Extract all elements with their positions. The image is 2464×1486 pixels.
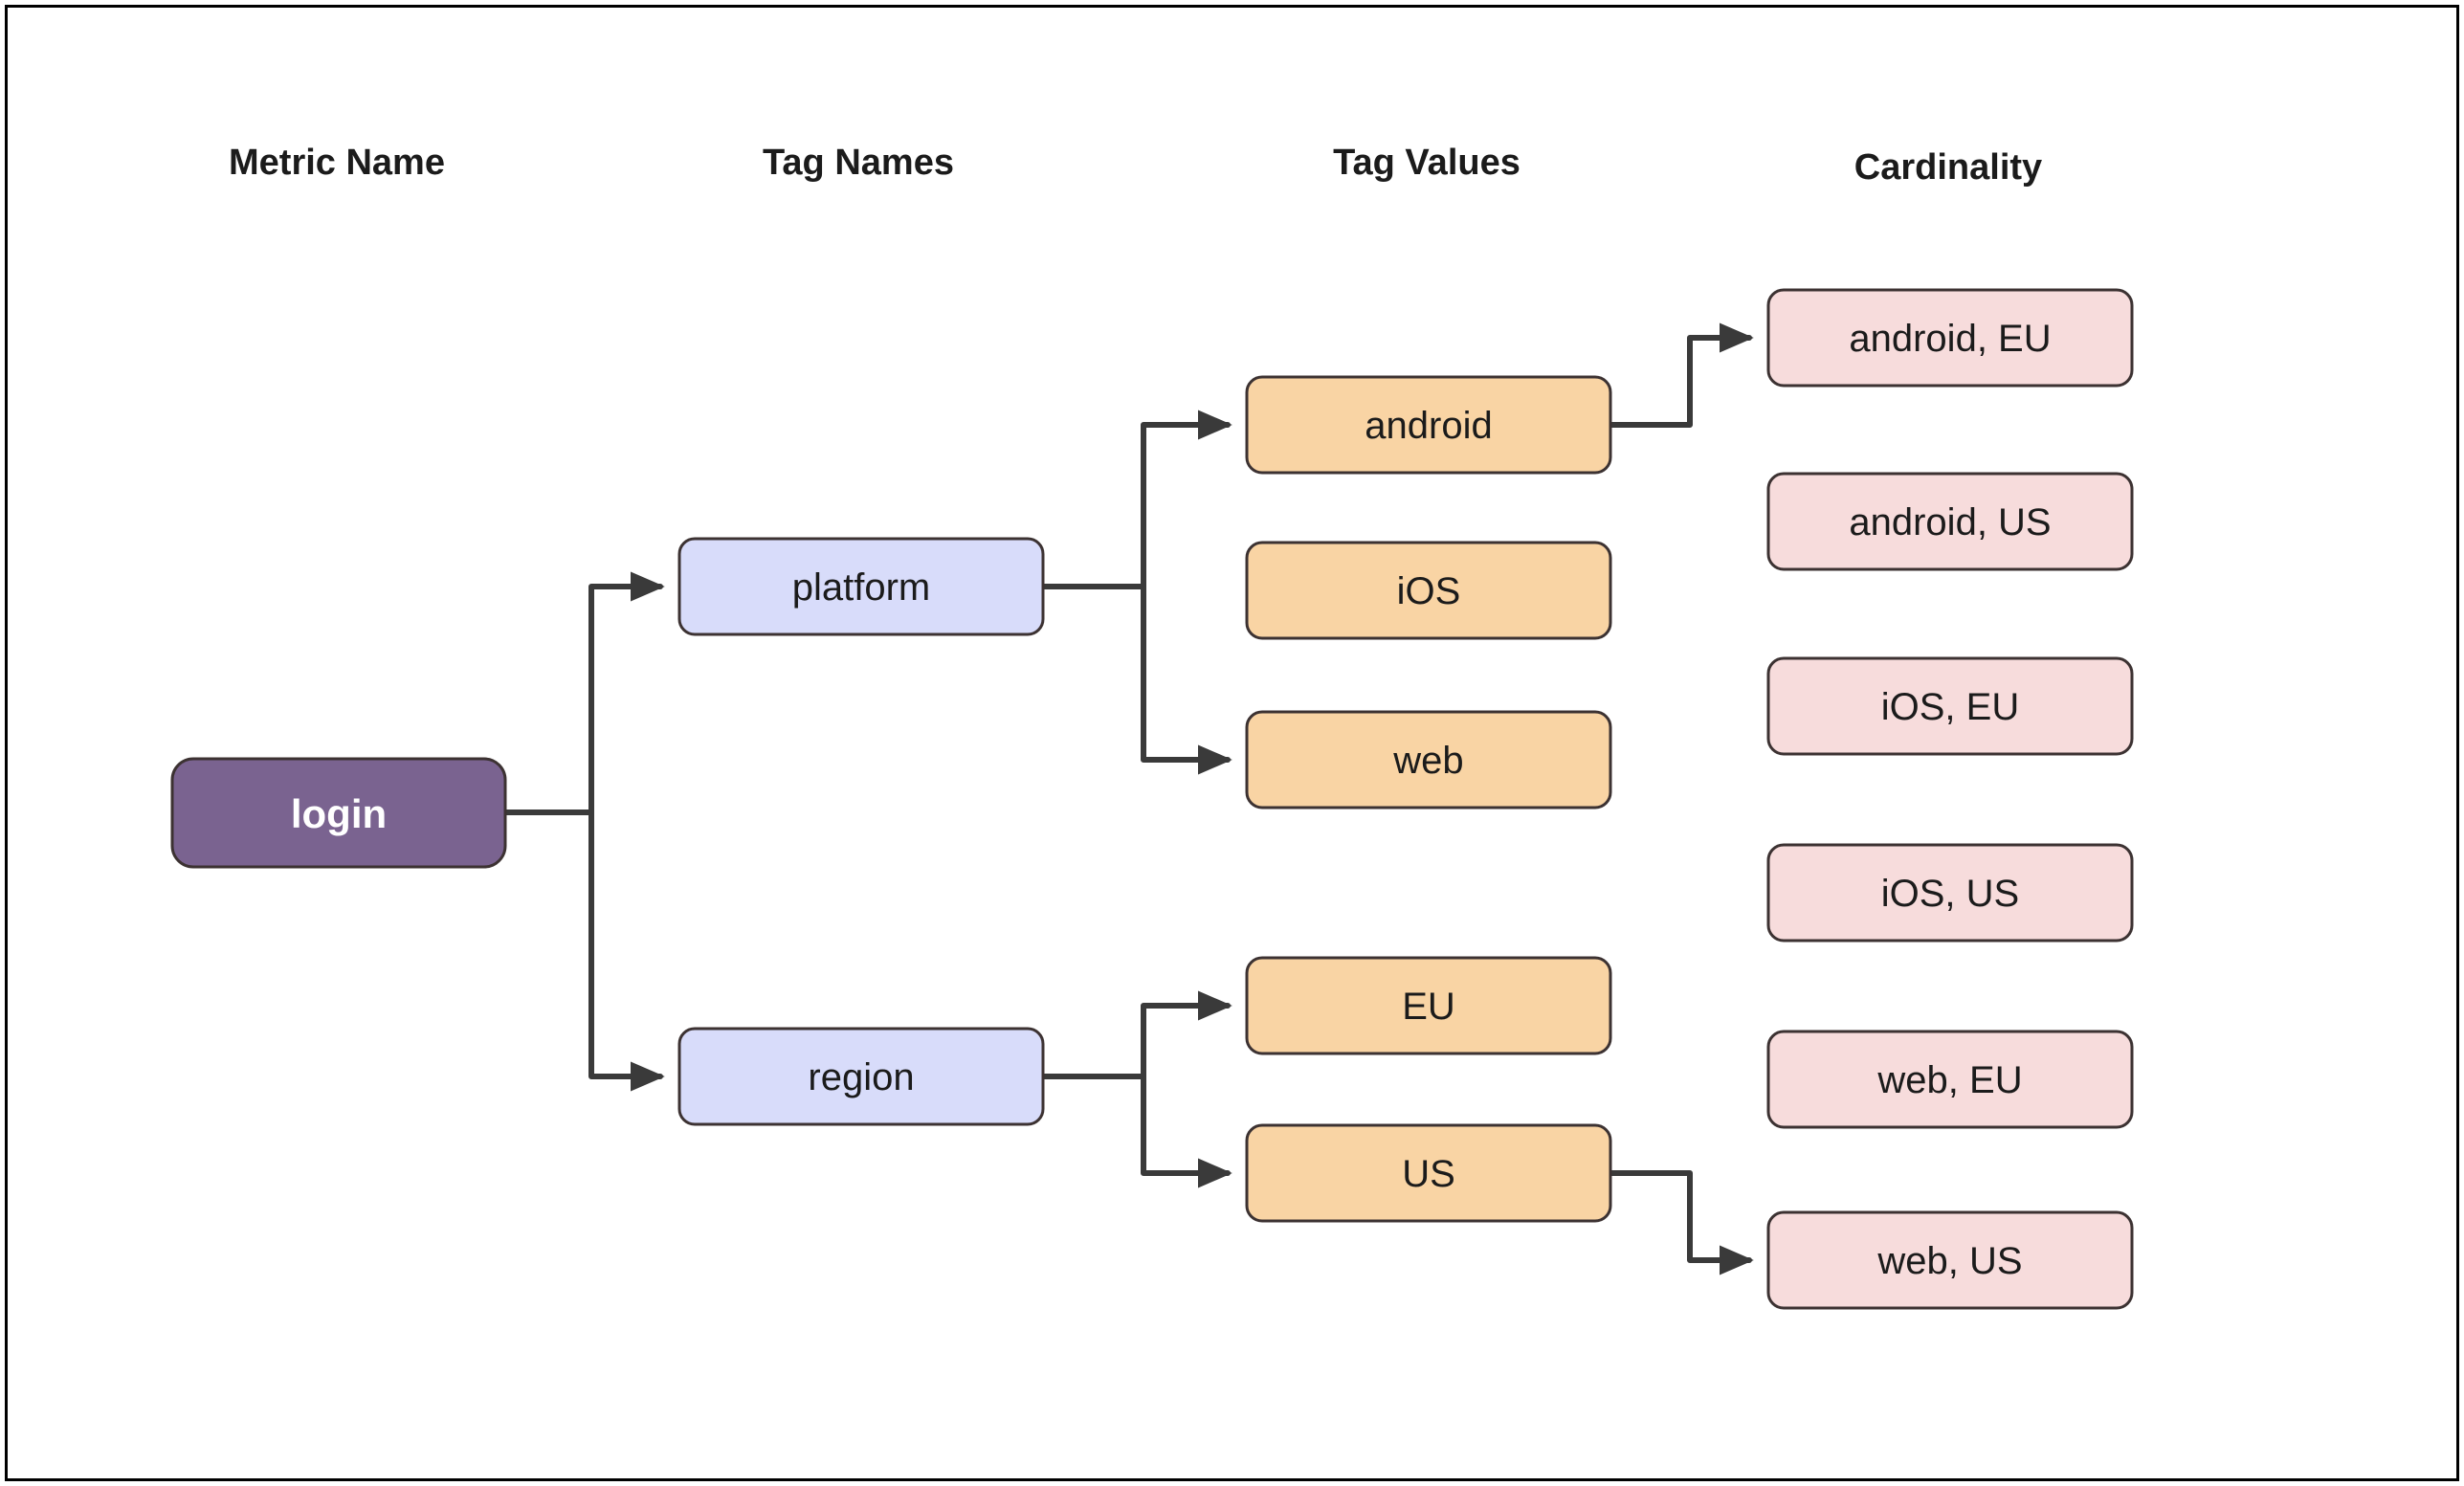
edge-login-to-platform bbox=[502, 571, 665, 815]
column-headers: Metric Name Tag Names Tag Values Cardina… bbox=[229, 143, 2042, 188]
node-platform-rect[interactable] bbox=[677, 537, 1045, 636]
node-ios[interactable]: iOS bbox=[1245, 541, 1612, 640]
node-eu-label: EU bbox=[1402, 986, 1455, 1028]
node-us-label: US bbox=[1402, 1153, 1455, 1195]
node-ios-us-label: iOS, US bbox=[1881, 873, 2019, 915]
edge-layer bbox=[502, 322, 1754, 1275]
node-web-eu-label: web, EU bbox=[1876, 1059, 2022, 1101]
node-ios-us-rect[interactable] bbox=[1766, 843, 2134, 943]
node-ios-eu[interactable]: iOS, EU bbox=[1766, 656, 2134, 756]
node-web-us[interactable]: web, US bbox=[1766, 1210, 2134, 1310]
node-region-label: region bbox=[808, 1056, 914, 1098]
edge-login-to-region bbox=[588, 810, 665, 1092]
edge-region-to-eu bbox=[1040, 990, 1232, 1079]
node-login-rect[interactable] bbox=[170, 757, 507, 869]
node-android-us-label: android, US bbox=[1849, 501, 2051, 543]
node-ios-eu-rect[interactable] bbox=[1766, 656, 2134, 756]
node-web-label: web bbox=[1392, 740, 1463, 782]
column-header-cardinality: Cardinality bbox=[1854, 147, 2042, 188]
node-android[interactable]: android bbox=[1245, 375, 1612, 475]
column-header-tag-names: Tag Names bbox=[763, 143, 954, 183]
node-ios-rect[interactable] bbox=[1245, 541, 1612, 640]
edge-us-to-web-us bbox=[1608, 1170, 1754, 1275]
node-ios-label: iOS bbox=[1397, 570, 1461, 612]
node-web-us-rect[interactable] bbox=[1766, 1210, 2134, 1310]
node-region-rect[interactable] bbox=[677, 1027, 1045, 1126]
node-us[interactable]: US bbox=[1245, 1123, 1612, 1223]
node-android-eu-label: android, EU bbox=[1849, 318, 2051, 360]
node-login-label: login bbox=[291, 791, 387, 836]
node-region[interactable]: region bbox=[677, 1027, 1045, 1126]
node-android-eu-rect[interactable] bbox=[1766, 288, 2134, 388]
node-android-rect[interactable] bbox=[1245, 375, 1612, 475]
node-web-eu-rect[interactable] bbox=[1766, 1030, 2134, 1129]
node-android-eu[interactable]: android, EU bbox=[1766, 288, 2134, 388]
edge-platform-to-android bbox=[1040, 410, 1232, 589]
node-web[interactable]: web bbox=[1245, 710, 1612, 810]
node-eu[interactable]: EU bbox=[1245, 956, 1612, 1055]
node-android-us-rect[interactable] bbox=[1766, 472, 2134, 571]
node-web-rect[interactable] bbox=[1245, 710, 1612, 810]
node-platform-label: platform bbox=[792, 566, 931, 609]
node-login[interactable]: login bbox=[170, 757, 507, 869]
node-android-label: android bbox=[1365, 405, 1492, 447]
node-ios-us[interactable]: iOS, US bbox=[1766, 843, 2134, 943]
node-web-eu[interactable]: web, EU bbox=[1766, 1030, 2134, 1129]
node-android-us[interactable]: android, US bbox=[1766, 472, 2134, 571]
edge-platform-to-web bbox=[1141, 584, 1232, 775]
edge-region-to-us bbox=[1141, 1074, 1232, 1188]
node-ios-eu-label: iOS, EU bbox=[1881, 686, 2019, 728]
node-us-rect[interactable] bbox=[1245, 1123, 1612, 1223]
column-header-metric-name: Metric Name bbox=[229, 143, 445, 183]
node-platform[interactable]: platform bbox=[677, 537, 1045, 636]
node-web-us-label: web, US bbox=[1876, 1240, 2022, 1282]
edge-android-to-android-eu bbox=[1608, 322, 1754, 428]
node-eu-rect[interactable] bbox=[1245, 956, 1612, 1055]
column-header-tag-values: Tag Values bbox=[1333, 143, 1521, 183]
